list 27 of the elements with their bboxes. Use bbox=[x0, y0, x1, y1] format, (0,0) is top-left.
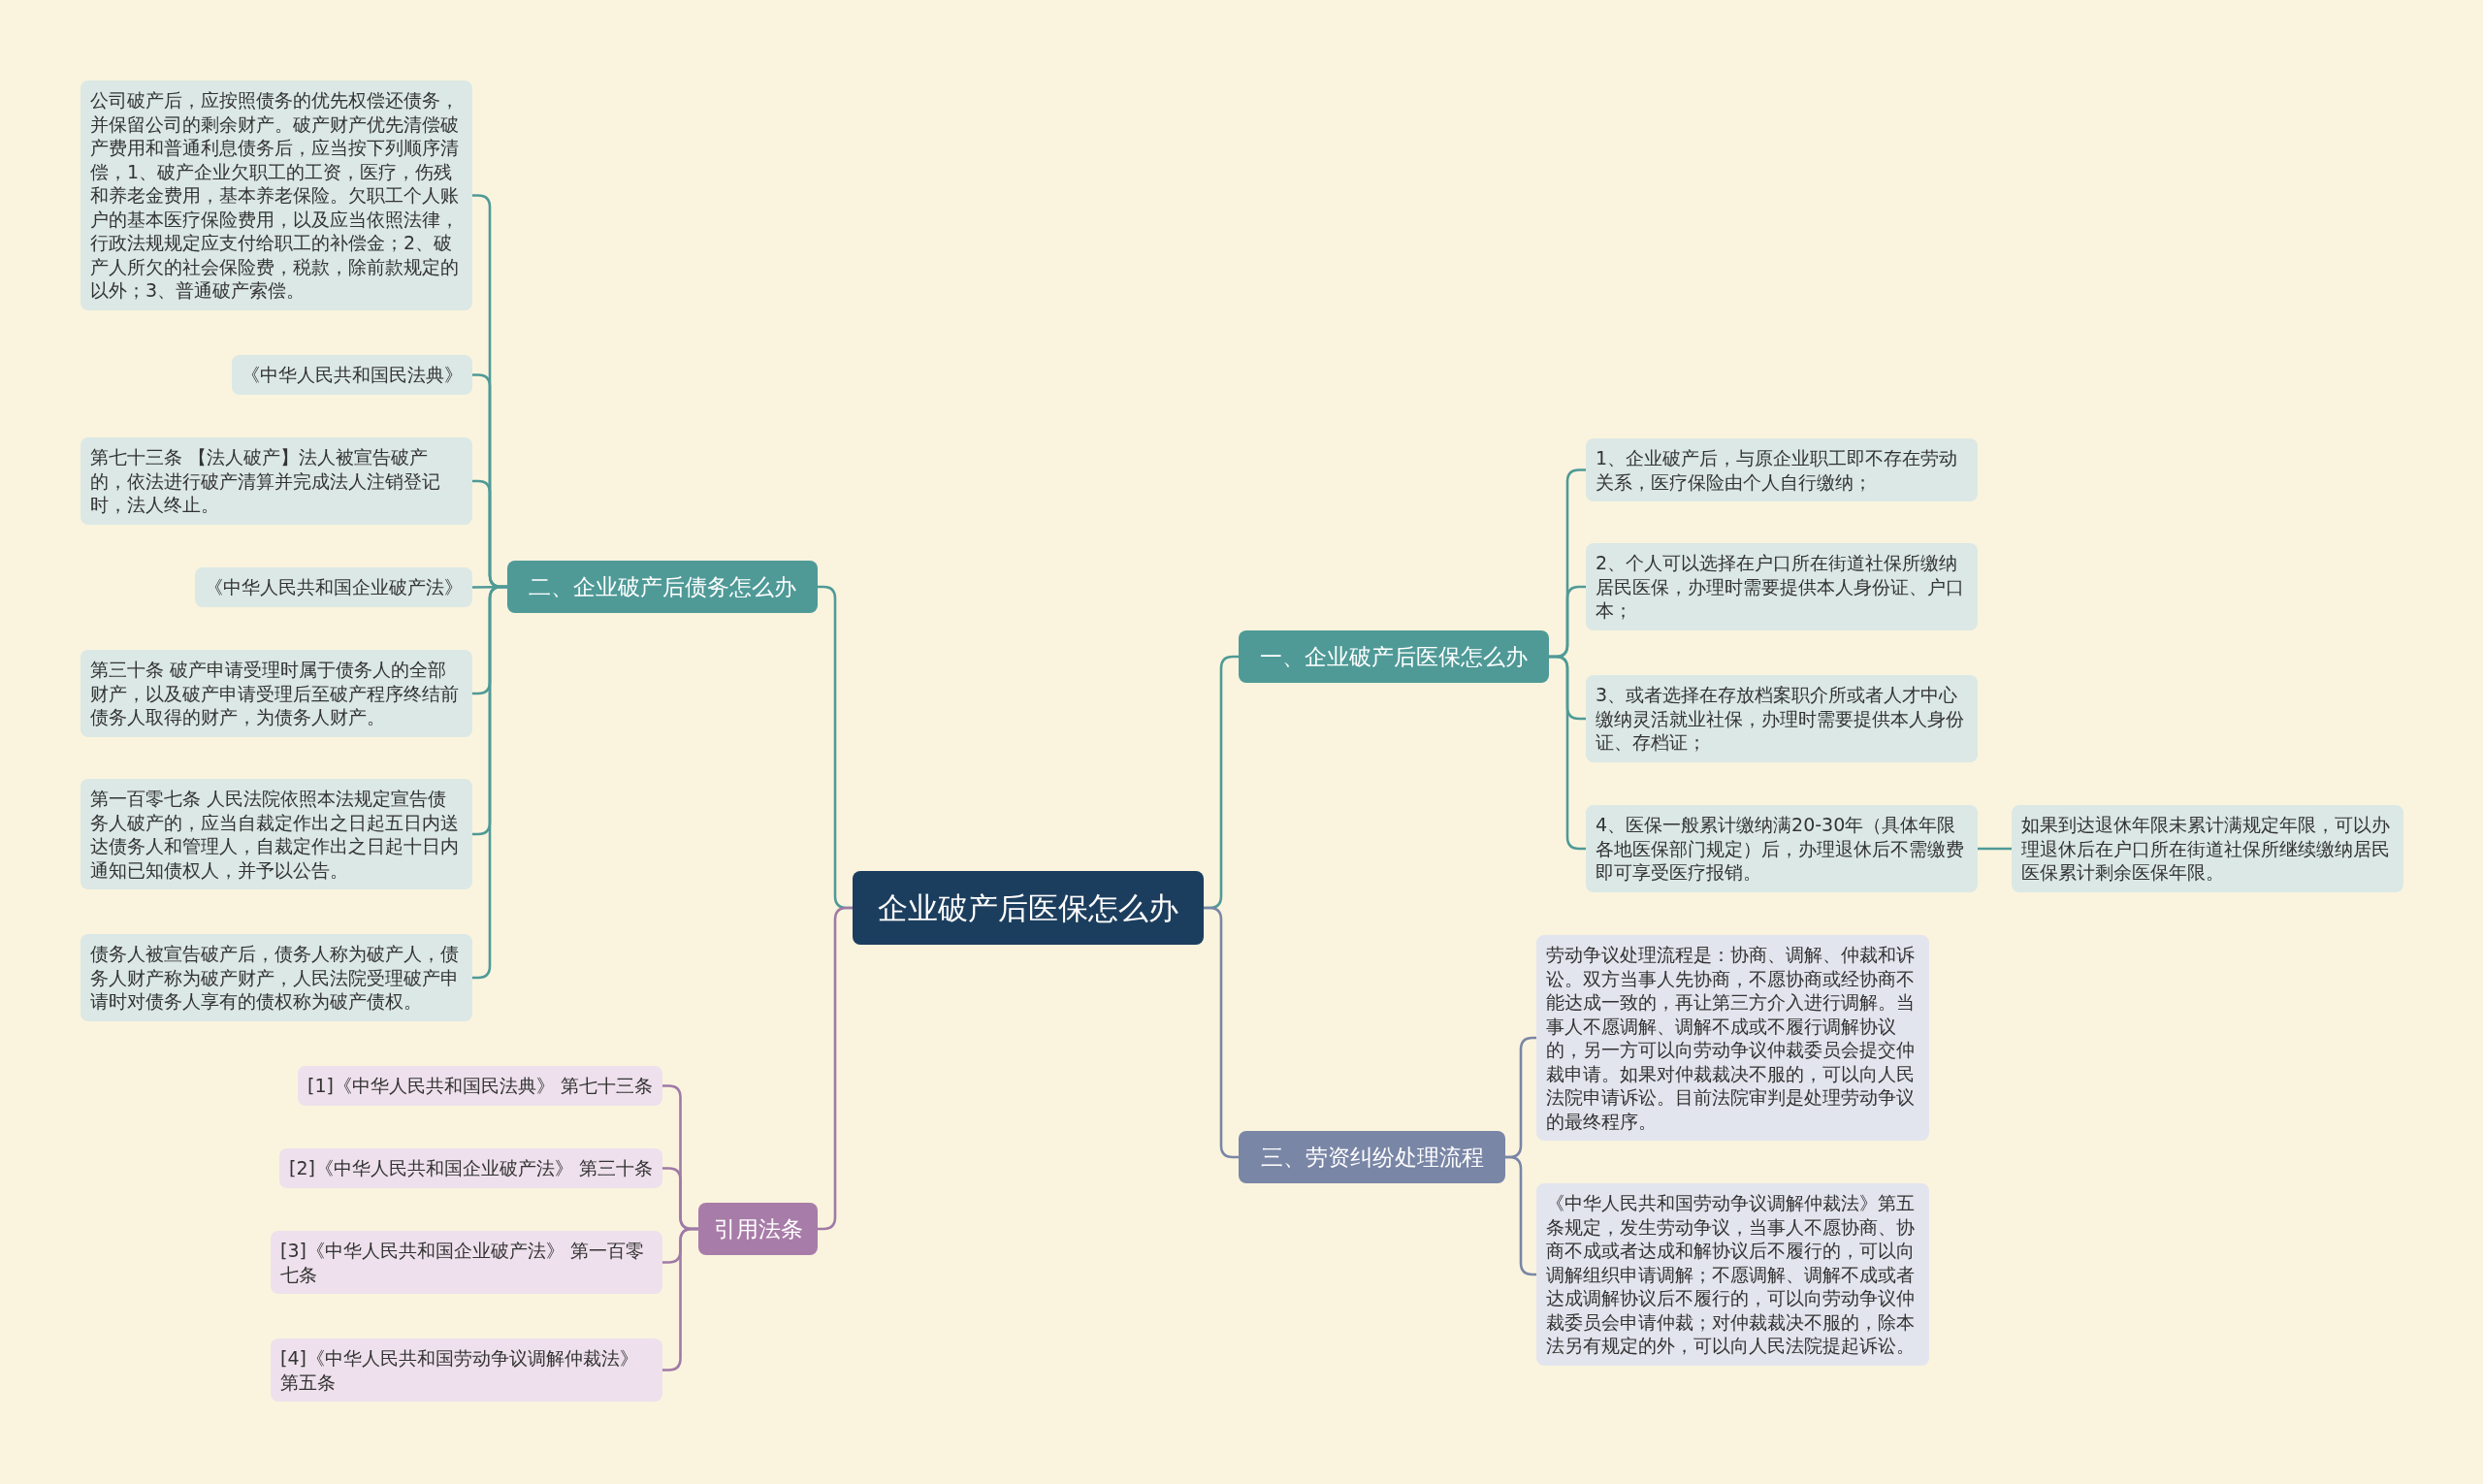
note-box: 2、个人可以选择在户口所在街道社保所缴纳居民医保，办理时需要提供本人身份证、户口本； bbox=[1586, 543, 1978, 630]
note-box: 《中华人民共和国劳动争议调解仲裁法》第五条规定，发生劳动争议，当事人不愿协商、协商不成或者达成和解协议后不履行的，可以向调解组织申请调解；不愿调解、调解不成或者达成调解协议后不履行的，可以向劳动争议仲裁委员会申请仲裁；对仲裁裁决不服的，除本法另有规定的外，可以向人民法院提起诉讼。 bbox=[1536, 1183, 1929, 1366]
branch-topic-box: 引用法条 bbox=[698, 1203, 818, 1255]
note-box: 劳动争议处理流程是：协商、调解、仲裁和诉讼。双方当事人先协商，不愿协商或经协商不能达成一致的，再让第三方介入进行调解。当事人不愿调解、调解不成或不履行调解协议的，另一方可以向劳动争议仲裁委员会提交仲裁申请。如果对仲裁裁决不服的，可以向人民法院申请诉讼。目前法院审判是处理劳动争议的最终程序。 bbox=[1536, 935, 1929, 1141]
note-box: [1]《中华人民共和国民法典》 第七十三条 bbox=[298, 1066, 662, 1106]
branch-topic-box: 三、劳资纠纷处理流程 bbox=[1239, 1131, 1505, 1183]
note-box: 4、医保一般累计缴纳满20-30年（具体年限各地医保部门规定）后，办理退休后不需缴费即可享受医疗报销。 bbox=[1586, 805, 1978, 892]
note-box: 第三十条 破产申请受理时属于债务人的全部财产，以及破产申请受理后至破产程序终结前债务人取得的财产，为债务人财产。 bbox=[81, 650, 472, 737]
connector-line bbox=[472, 585, 507, 980]
note-box: [3]《中华人民共和国企业破产法》 第一百零七条 bbox=[271, 1231, 662, 1294]
branch-topic-box: 一、企业破产后医保怎么办 bbox=[1239, 630, 1549, 683]
root-topic-box: 企业破产后医保怎么办 bbox=[853, 871, 1204, 945]
connector-line bbox=[1549, 655, 1586, 851]
connector-line bbox=[662, 1227, 698, 1371]
branch-topic-box: 二、企业破产后债务怎么办 bbox=[507, 561, 818, 613]
note-box: 第一百零七条 人民法院依照本法规定宣告债务人破产的，应当自裁定作出之日起五日内送达债务人和管理人，自裁定作出之日起十日内通知已知债权人，并予以公告。 bbox=[81, 779, 472, 889]
note-box: 公司破产后，应按照债务的优先权偿还债务，并保留公司的剩余财产。破产财产优先清偿破产费用和普通利息债务后，应当按下列顺序清偿，1、破产企业欠职工的工资，医疗，伤残和养老金费用，基本养老保险。欠职工个人账户的基本医疗保险费用，以及应当依照法律，行政法规规定应支付给职工的补偿金；2、破产人所欠的社会保险费，税款，除前款规定的以外；3、普通破产索偿。 bbox=[81, 81, 472, 310]
note-box: 债务人被宣告破产后，债务人称为破产人，债务人财产称为破产财产，人民法院受理破产申请时对债务人享有的债权称为破产债权。 bbox=[81, 934, 472, 1021]
note-box: 《中华人民共和国企业破产法》 bbox=[195, 567, 472, 607]
note-box: 1、企业破产后，与原企业职工即不存在劳动关系，医疗保险由个人自行缴纳； bbox=[1586, 438, 1978, 501]
note-box: 《中华人民共和国民法典》 bbox=[232, 355, 472, 395]
note-box: 如果到达退休年限未累计满规定年限，可以办理退休后在户口所在街道社保所继续缴纳居民医保累计剩余医保年限。 bbox=[2012, 805, 2403, 892]
connector-line bbox=[1978, 847, 2012, 851]
note-box: 3、或者选择在存放档案职介所或者人才中心缴纳灵活就业社保，办理时需要提供本人身份证、存档证； bbox=[1586, 675, 1978, 762]
note-box: 第七十三条 【法人破产】法人被宣告破产的，依法进行破产清算并完成法人注销登记时，法人终止。 bbox=[81, 437, 472, 525]
note-box: [4]《中华人民共和国劳动争议调解仲裁法》第五条 bbox=[271, 1339, 662, 1402]
note-box: [2]《中华人民共和国企业破产法》 第三十条 bbox=[279, 1148, 662, 1188]
